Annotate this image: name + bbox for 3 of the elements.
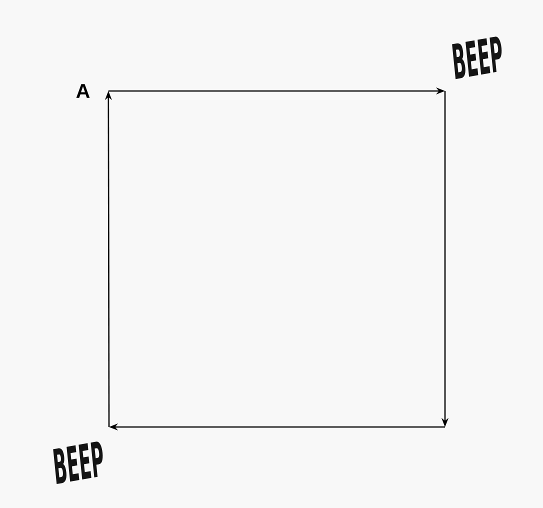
sound-effect-text: BEEP <box>53 442 103 484</box>
sound-effect-text: BEEP <box>452 36 502 80</box>
corner-label: A <box>76 84 90 98</box>
